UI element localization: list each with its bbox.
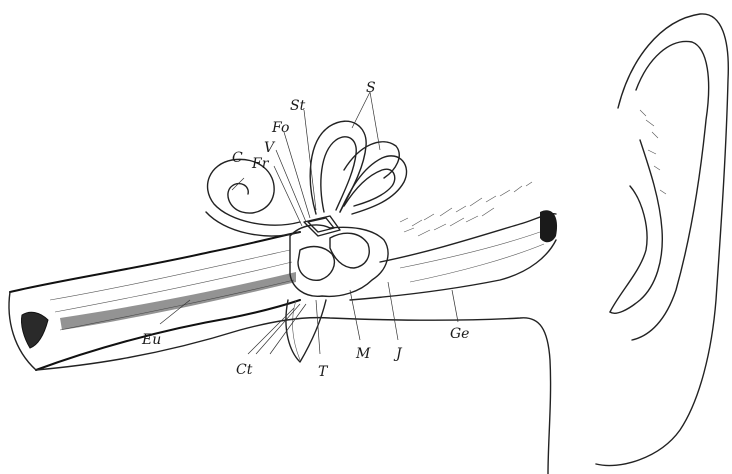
head-outline [36, 318, 551, 474]
label-ge: Ge [450, 326, 469, 342]
label-fo: Fo [271, 120, 289, 136]
figure-labels: S St Fo V Fr C Eu Ct T M J Ge [141, 80, 469, 380]
label-fr: Fr [251, 156, 270, 172]
external-auditory-canal [350, 182, 557, 300]
semicircular-canals [310, 121, 406, 214]
middle-ear-ossicles [286, 216, 388, 362]
label-eu: Eu [141, 332, 161, 348]
auricle [596, 14, 728, 466]
label-st: St [290, 98, 306, 114]
eustachian-tube [9, 232, 300, 370]
label-j: J [393, 346, 403, 362]
label-c: C [232, 150, 243, 166]
label-ct: Ct [236, 362, 253, 378]
label-m: M [355, 346, 371, 362]
label-v: V [264, 140, 276, 156]
label-t: T [318, 364, 329, 380]
label-s: S [366, 80, 376, 96]
